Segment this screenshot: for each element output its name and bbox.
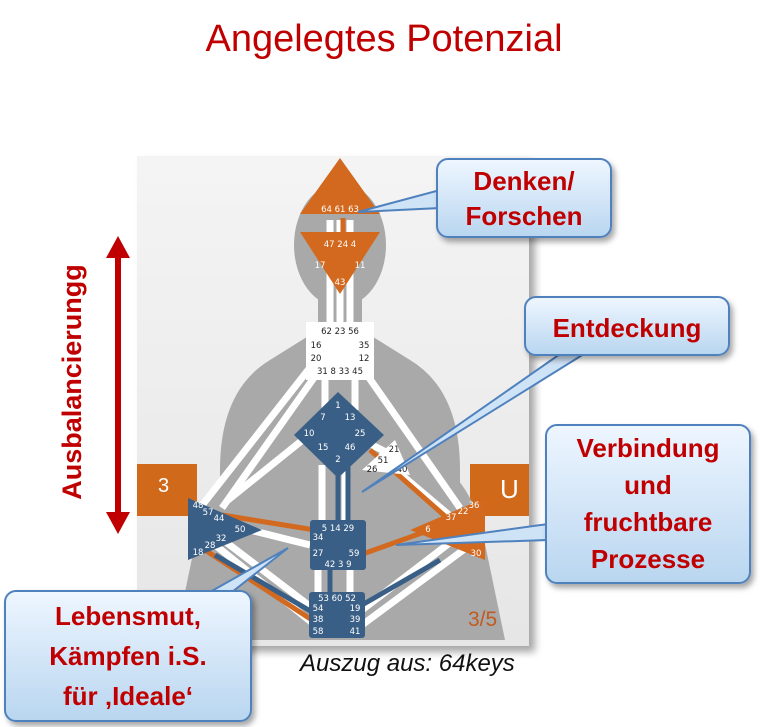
head-center xyxy=(300,158,380,214)
sacral-gate-34: 34 xyxy=(313,533,324,543)
root-center xyxy=(309,592,365,638)
root-gate-41: 41 xyxy=(350,627,361,637)
callout-connection: Verbindung und fruchtbare Prozesse xyxy=(545,424,751,584)
right-letter: U xyxy=(500,474,519,504)
ego-gate-26: 26 xyxy=(367,465,378,475)
root-gate-39: 39 xyxy=(350,615,361,625)
solar-gate-36: 36 xyxy=(469,501,480,511)
throat-gate-35: 35 xyxy=(359,341,370,351)
sacral-center xyxy=(310,520,366,570)
callout-thinking: Denken/ Forschen xyxy=(436,158,612,238)
throat-gates-bottom: 31 8 33 45 xyxy=(317,367,363,377)
callout-discovery: Entdeckung xyxy=(524,296,730,356)
root-gate-19: 19 xyxy=(350,604,361,614)
throat-gate-12: 12 xyxy=(359,354,370,364)
callout-discovery-text: Entdeckung xyxy=(552,313,702,343)
callout-connection-line4: Prozesse xyxy=(590,544,706,574)
left-orange-bar xyxy=(137,464,197,516)
page-title: Angelegtes Potenzial xyxy=(205,18,563,60)
g-gate-10: 10 xyxy=(304,429,315,439)
root-gate-58: 58 xyxy=(313,627,324,637)
ajna-gate-17: 17 xyxy=(315,261,326,271)
spleen-gate-32: 32 xyxy=(216,534,227,544)
spleen-gate-48: 48 xyxy=(193,501,204,511)
sacral-gate-59: 59 xyxy=(349,549,360,559)
ajna-gate-11: 11 xyxy=(355,261,366,271)
g-gate-15: 15 xyxy=(318,443,329,453)
left-number: 3 xyxy=(158,475,169,497)
root-gate-38: 38 xyxy=(313,615,324,625)
ajna-gates-top: 47 24 4 xyxy=(324,240,356,250)
sacral-gates-top: 5 14 29 xyxy=(322,524,354,534)
g-gate-7: 7 xyxy=(320,413,325,423)
callout-life: Lebensmut, Kämpfen i.S. für ‚Ideale‘ xyxy=(4,590,252,722)
balance-label: Ausbalancierungg xyxy=(57,264,87,500)
source-caption: Auszug aus: 64keys xyxy=(300,650,515,677)
callout-connection-line3: fruchtbare xyxy=(583,507,713,537)
solar-gate-6: 6 xyxy=(425,525,430,535)
sacral-gates-bottom: 42 3 9 xyxy=(324,560,351,570)
spleen-gate-57: 57 xyxy=(203,508,214,518)
throat-gates-top: 62 23 56 xyxy=(321,327,359,337)
profile-label: 3/5 xyxy=(468,608,497,631)
callout-thinking-line2: Forschen xyxy=(465,201,583,231)
ego-gate-40: 40 xyxy=(397,465,408,475)
solar-gate-37: 37 xyxy=(446,513,457,523)
solar-gate-30: 30 xyxy=(471,549,482,559)
balance-arrow xyxy=(106,236,130,534)
root-gates-top: 53 60 52 xyxy=(318,594,356,604)
callout-connection-line2: und xyxy=(624,470,672,500)
spleen-gate-18: 18 xyxy=(193,548,204,558)
solar-gate-22: 22 xyxy=(458,507,469,517)
g-gate-1: 1 xyxy=(335,401,340,411)
spleen-center xyxy=(188,498,262,560)
callout-connection-line1: Verbindung xyxy=(576,433,720,463)
spleen-gate-44: 44 xyxy=(214,514,225,524)
callout-thinking-line1: Denken/ xyxy=(473,166,575,196)
g-center xyxy=(294,392,384,478)
throat-gate-16: 16 xyxy=(311,341,322,351)
throat-center xyxy=(306,322,374,380)
solar-plexus-center xyxy=(410,498,485,560)
callout-life-line3: für ‚Ideale‘ xyxy=(62,681,194,711)
callout-life-line1: Lebensmut, xyxy=(55,601,201,631)
ego-gate-21: 21 xyxy=(389,445,400,455)
spleen-gate-50: 50 xyxy=(235,525,246,535)
spleen-gate-28: 28 xyxy=(205,541,216,551)
head-gates: 64 61 63 xyxy=(321,205,359,215)
g-gate-13: 13 xyxy=(345,413,356,423)
g-gate-46: 46 xyxy=(345,443,356,453)
ajna-center xyxy=(300,232,380,294)
callout-life-line2: Kämpfen i.S. xyxy=(49,641,207,671)
g-gate-2: 2 xyxy=(335,455,340,465)
sacral-gate-27: 27 xyxy=(313,549,324,559)
root-gate-54: 54 xyxy=(313,604,324,614)
throat-gate-20: 20 xyxy=(311,354,322,364)
ajna-gate-43: 43 xyxy=(335,278,346,288)
ego-gate-51: 51 xyxy=(378,456,389,466)
g-gate-25: 25 xyxy=(355,429,366,439)
